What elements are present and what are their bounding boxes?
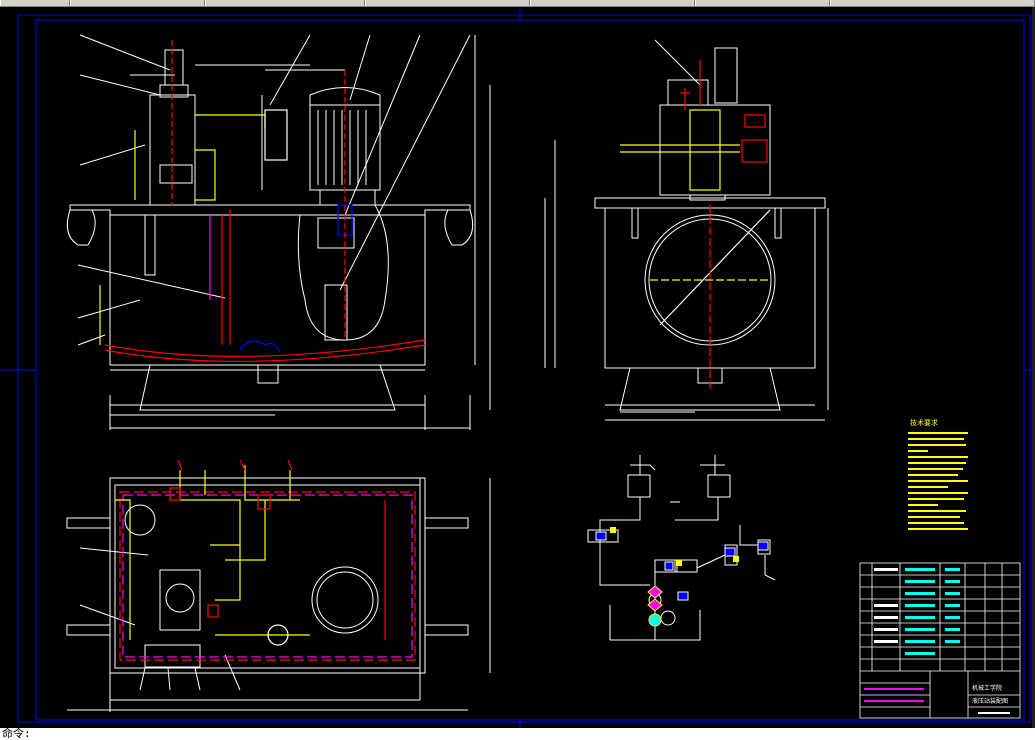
top-view bbox=[66, 477, 491, 712]
document-tab[interactable] bbox=[530, 0, 695, 6]
cad-drawing-canvas[interactable]: 技术要求 bbox=[0, 7, 1035, 728]
technical-requirements-title: 技术要求 bbox=[910, 418, 938, 427]
title-block-text: 机械工学院 液压站装配图 bbox=[864, 568, 1010, 714]
document-tab[interactable] bbox=[365, 0, 530, 6]
document-tab[interactable] bbox=[830, 0, 1035, 6]
front-view bbox=[66, 34, 491, 430]
hydraulic-schematic bbox=[587, 455, 776, 641]
side-view bbox=[544, 39, 829, 421]
command-line[interactable]: 命令: bbox=[0, 728, 1035, 740]
drawing-frame bbox=[0, 7, 1035, 728]
document-tab[interactable] bbox=[70, 0, 205, 6]
command-prompt: 命令: bbox=[2, 727, 31, 740]
technical-requirements: 技术要求 bbox=[908, 418, 968, 530]
drawing-name: 液压站装配图 bbox=[972, 697, 1008, 705]
document-tab[interactable] bbox=[205, 0, 365, 6]
document-tab[interactable] bbox=[0, 0, 70, 6]
document-tab-strip bbox=[0, 0, 1035, 7]
top-view-pipes bbox=[115, 459, 416, 661]
vertical-scrollbar[interactable] bbox=[1032, 7, 1035, 728]
school-name: 机械工学院 bbox=[972, 684, 1002, 692]
document-tab[interactable] bbox=[695, 0, 830, 6]
hydraulic-schematic-components bbox=[595, 527, 769, 627]
title-block bbox=[859, 562, 1021, 719]
side-view-pipes bbox=[620, 60, 771, 390]
front-view-pipes bbox=[99, 40, 426, 362]
